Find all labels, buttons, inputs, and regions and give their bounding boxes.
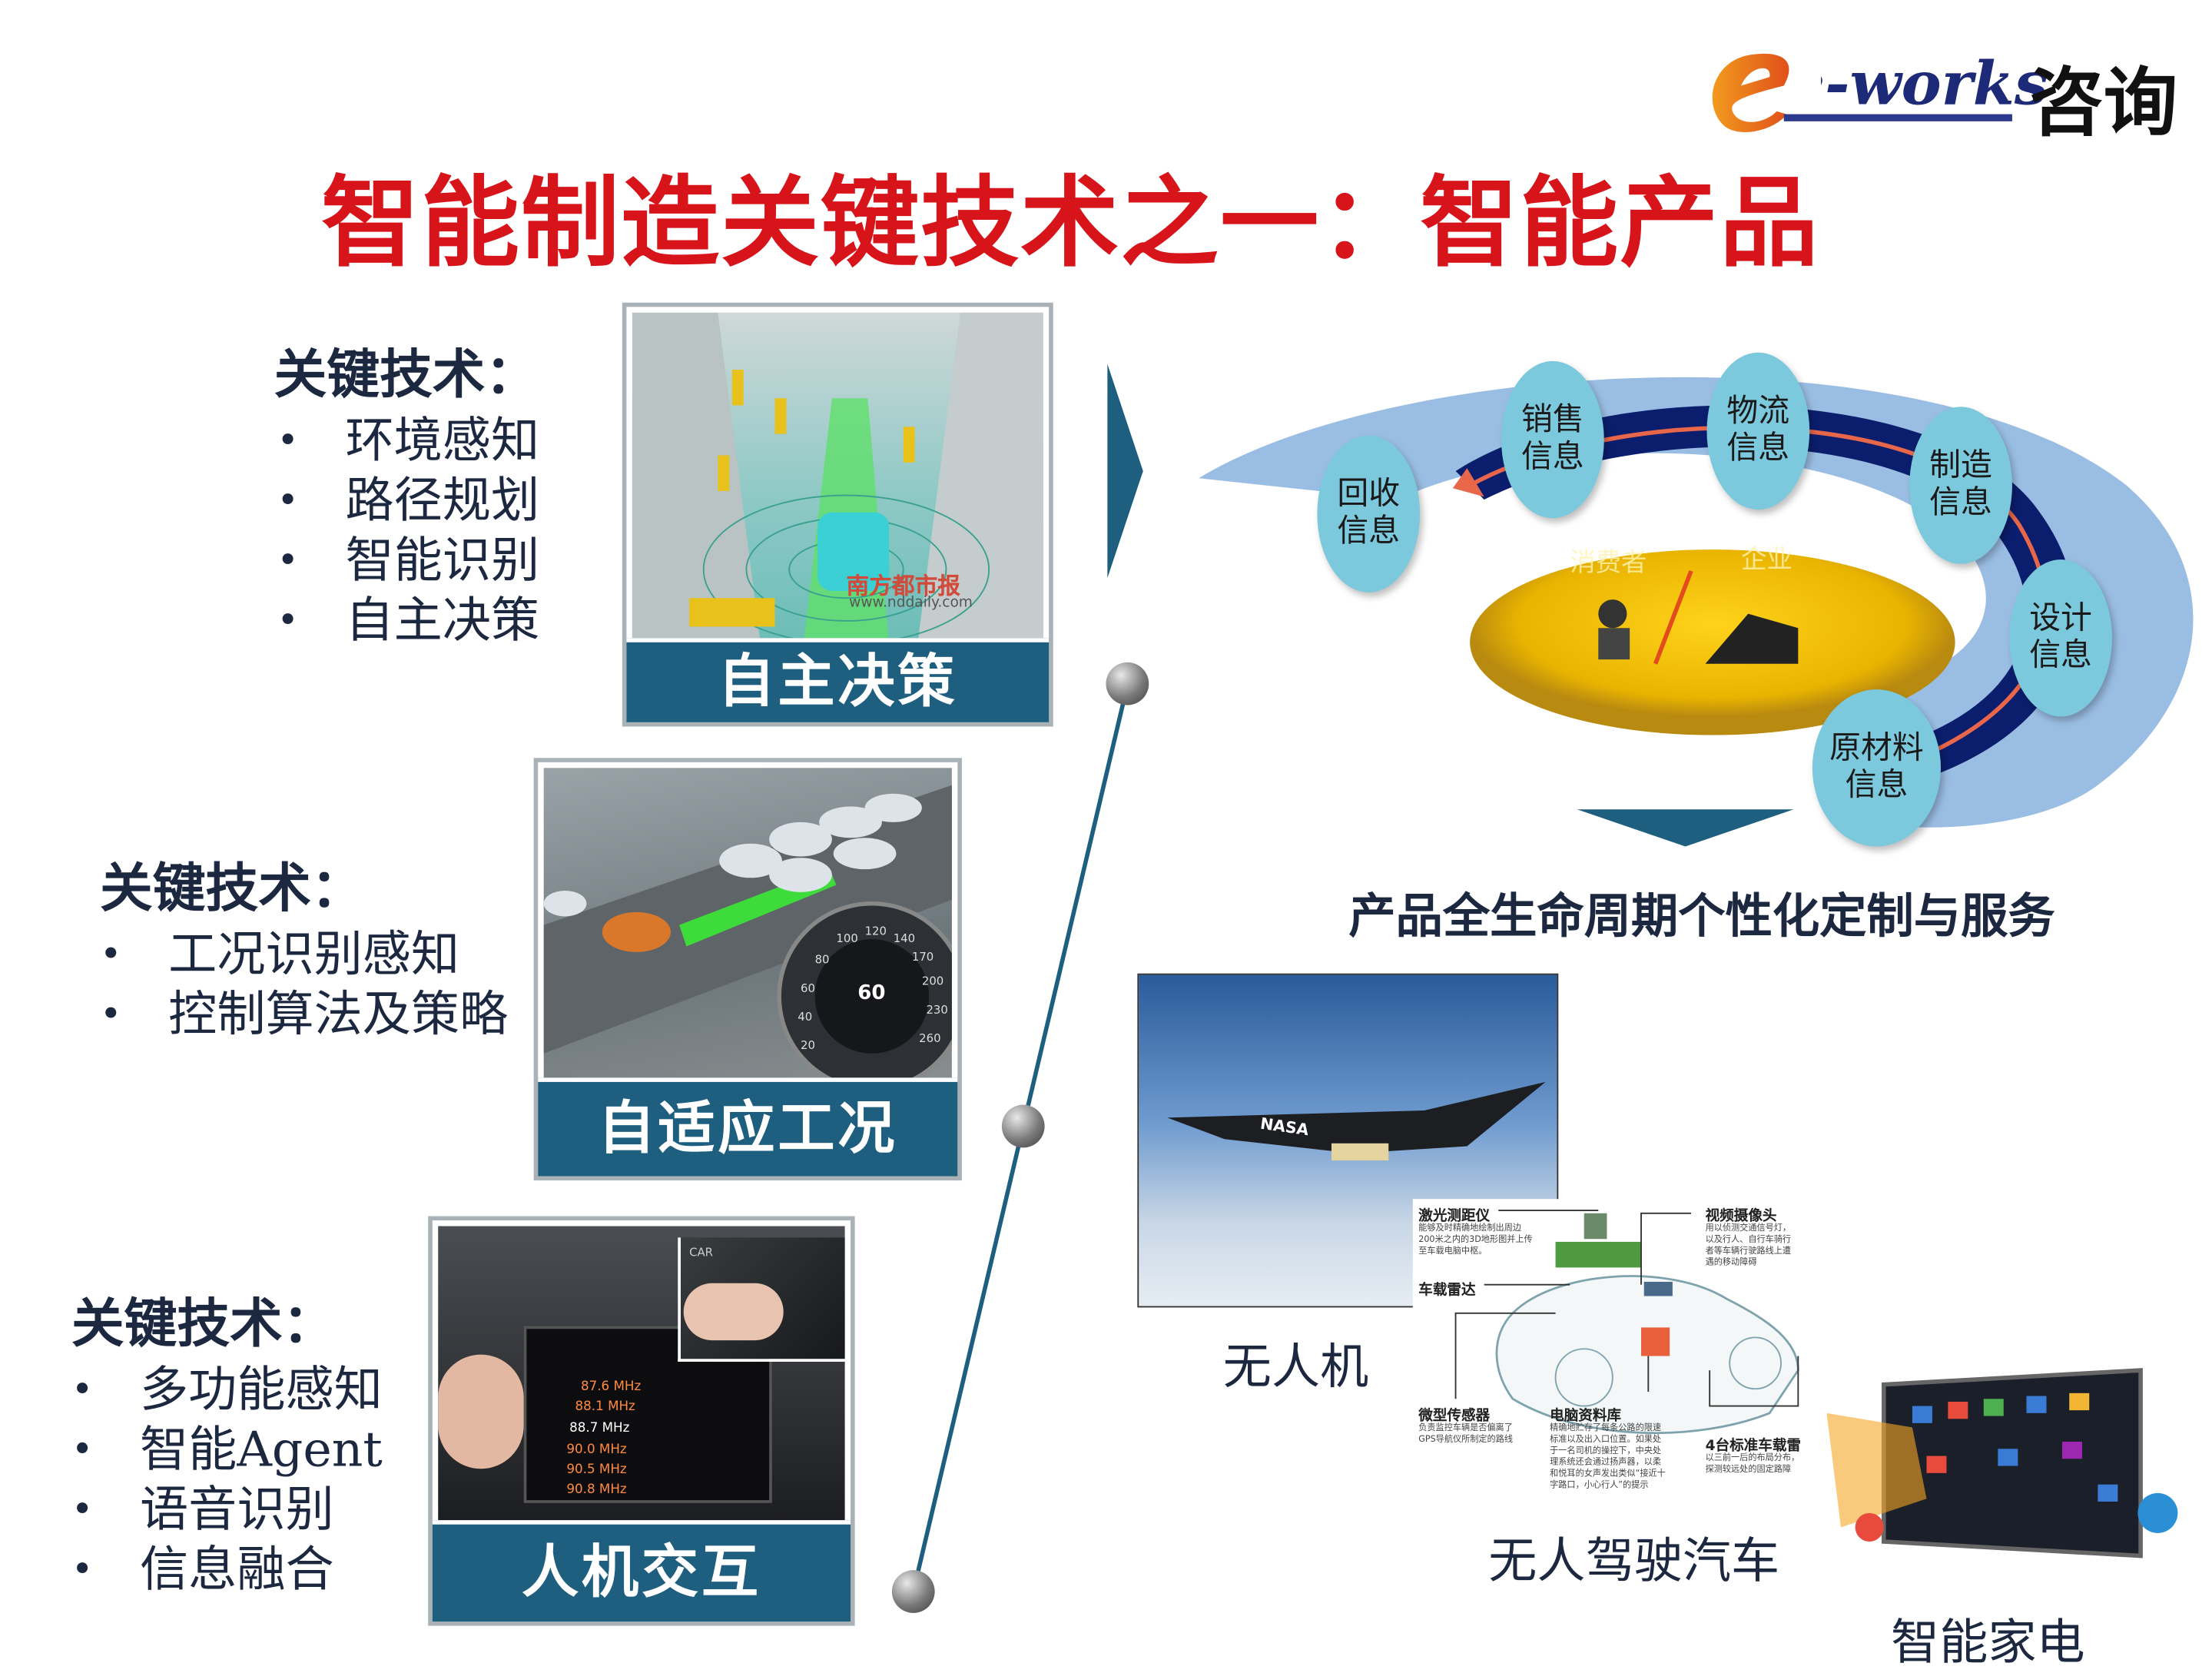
- timeline-node: [1106, 662, 1149, 705]
- key-tech-block-3: 关键技术： 多功能感知 智能Agent 语音识别 信息融合: [71, 1280, 383, 1600]
- radio-frequency: 88.7 MHz: [569, 1421, 630, 1436]
- car-part-title: 车载雷达: [1418, 1283, 1476, 1300]
- key-tech-item: 语音识别: [71, 1480, 383, 1540]
- watermark-url: www.nddaily.com: [849, 595, 973, 611]
- eworks-chinese: 咨询: [2029, 61, 2178, 148]
- lifecycle-bubble-manufacturing: 制造 信息: [1909, 407, 2012, 564]
- human-machine-card: 87.6 MHz 88.1 MHz 88.7 MHz 90.0 MHz 90.5…: [428, 1216, 855, 1626]
- radio-frequency: 90.8 MHz: [566, 1482, 627, 1498]
- eworks-brand: e-works: [1786, 48, 2048, 119]
- key-tech-item: 智能识别: [277, 531, 539, 591]
- key-tech-item: 工况识别感知: [100, 925, 508, 985]
- gauge-tick: 200: [921, 974, 944, 988]
- adaptive-condition-card: 60 20 40 60 80 100 120 140 170 200 230 2…: [533, 758, 962, 1181]
- car-part-desc: 能够及时精确地绘制出周边200米之内的3D地形图并上传至车载电脑中枢。: [1418, 1223, 1533, 1256]
- image-caption: 自主决策: [626, 638, 1050, 722]
- car-part-title: 4台标准车载雷: [1705, 1439, 1801, 1455]
- key-tech-block-1: 关键技术： 环境感知 路径规划 智能识别 自主决策: [274, 331, 539, 651]
- gauge-tick: 100: [836, 931, 858, 945]
- car-part-desc: 负责监控车辆是否偏离了GPS导航仪所制定的路线: [1418, 1422, 1513, 1445]
- lifecycle-bubble-design: 设计 信息: [2009, 559, 2112, 717]
- key-tech-item: 自主决策: [277, 591, 539, 651]
- page-title: 智能制造关键技术之一：智能产品: [320, 167, 1820, 281]
- car-part-title: 视频摄像头: [1705, 1209, 1777, 1225]
- gauge-tick: 120: [864, 924, 887, 938]
- car-infotainment-image: 87.6 MHz 88.1 MHz 88.7 MHz 90.0 MHz 90.5…: [438, 1226, 845, 1523]
- lifecycle-diagram: 消费者 企业 回收 信息 销售 信息 物流 信息 制造 信息 设计 信息 原材料…: [1185, 343, 2212, 857]
- radio-frequency: 88.1 MHz: [575, 1400, 635, 1415]
- eworks-logo-mark: [1712, 53, 2012, 132]
- key-tech-heading: 关键技术：: [274, 344, 539, 406]
- smart-appliance-label: 智能家电: [1891, 1614, 2085, 1672]
- key-tech-heading: 关键技术：: [100, 858, 364, 920]
- car-label: CAR: [689, 1246, 714, 1260]
- radio-frequency: 90.5 MHz: [566, 1462, 627, 1478]
- speed-readout: 60: [857, 981, 886, 1005]
- watermark: 南方都市报: [846, 572, 961, 600]
- car-part-desc: 精确地贮存了每条公路的限速标准以及出入口位置。如果处于一名司机的操控下，中央处理…: [1550, 1422, 1666, 1491]
- lifecycle-bubble-logistics: 物流 信息: [1706, 352, 1810, 510]
- gauge-tick: 20: [801, 1039, 815, 1052]
- autonomous-decision-card: 南方都市报 www.nddaily.com 自主决策: [622, 302, 1053, 727]
- lifecycle-bubble-sales: 销售 信息: [1501, 360, 1604, 519]
- car-part-desc: 以三前一后的布局分布，探测较远处的固定路障: [1705, 1452, 1800, 1475]
- key-tech-block-2: 关键技术： 工况识别感知 控制算法及策略: [100, 845, 508, 1045]
- smart-tv-image: [1826, 1342, 2190, 1592]
- gauge-tick: 40: [798, 1011, 813, 1024]
- lifecycle-caption: 产品全生命周期个性化定制与服务: [1348, 888, 2055, 944]
- gauge-tick: 80: [814, 953, 830, 967]
- driverless-car-label: 无人驾驶汽车: [1488, 1532, 1780, 1591]
- gauge-tick: 140: [893, 931, 916, 945]
- radio-frequency: 87.6 MHz: [580, 1380, 642, 1395]
- radio-frequency: 90.0 MHz: [566, 1442, 627, 1458]
- consumer-label: 消费者: [1570, 548, 1647, 579]
- timeline-node: [891, 1570, 935, 1613]
- key-tech-item: 控制算法及策略: [100, 985, 508, 1045]
- down-arrow-icon: [1577, 809, 1794, 847]
- autonomous-driving-image: 南方都市报 www.nddaily.com: [632, 312, 1043, 644]
- drone-label: 无人机: [1222, 1339, 1369, 1396]
- smart-tv-graphic: [1826, 1368, 2178, 1558]
- key-tech-item: 智能Agent: [71, 1420, 383, 1480]
- key-tech-item: 多功能感知: [71, 1360, 383, 1420]
- gauge-tick: 60: [801, 981, 815, 995]
- eworks-logo: e-works 咨询: [1698, 40, 2197, 147]
- key-tech-item: 环境感知: [277, 411, 539, 471]
- driverless-car-diagram: 激光测距仪 能够及时精确地绘制出周边200米之内的3D地形图并上传至车载电脑中枢…: [1412, 1199, 1820, 1499]
- gauge-tick: 230: [926, 1003, 948, 1017]
- adaptive-cruise-image: 60 20 40 60 80 100 120 140 170 200 230 2…: [543, 768, 952, 1085]
- key-tech-item: 信息融合: [71, 1540, 383, 1600]
- gauge-tick: 170: [911, 951, 934, 964]
- car-part-title: 微型传感器: [1418, 1409, 1491, 1425]
- car-part-title: 电脑资料库: [1550, 1409, 1622, 1425]
- key-tech-item: 路径规划: [277, 471, 539, 531]
- timeline-node: [1001, 1104, 1045, 1148]
- car-part-title: 激光测距仪: [1418, 1209, 1491, 1225]
- image-caption: 人机交互: [432, 1520, 851, 1622]
- gauge-tick: 260: [919, 1031, 941, 1045]
- lifecycle-bubble-material: 原材料 信息: [1812, 689, 1942, 847]
- car-part-desc: 用以侦测交通信号灯，以及行人、自行车骑行者等车辆行驶路线上遭遇的移动障碍: [1705, 1223, 1792, 1268]
- car-outline: [1454, 1210, 1799, 1435]
- chevron-right-icon: [1107, 363, 1143, 579]
- enterprise-label: 企业: [1741, 545, 1792, 576]
- lifecycle-bubble-recycle: 回收 信息: [1317, 435, 1421, 593]
- key-tech-heading: 关键技术：: [71, 1293, 336, 1355]
- image-caption: 自适应工况: [538, 1077, 958, 1177]
